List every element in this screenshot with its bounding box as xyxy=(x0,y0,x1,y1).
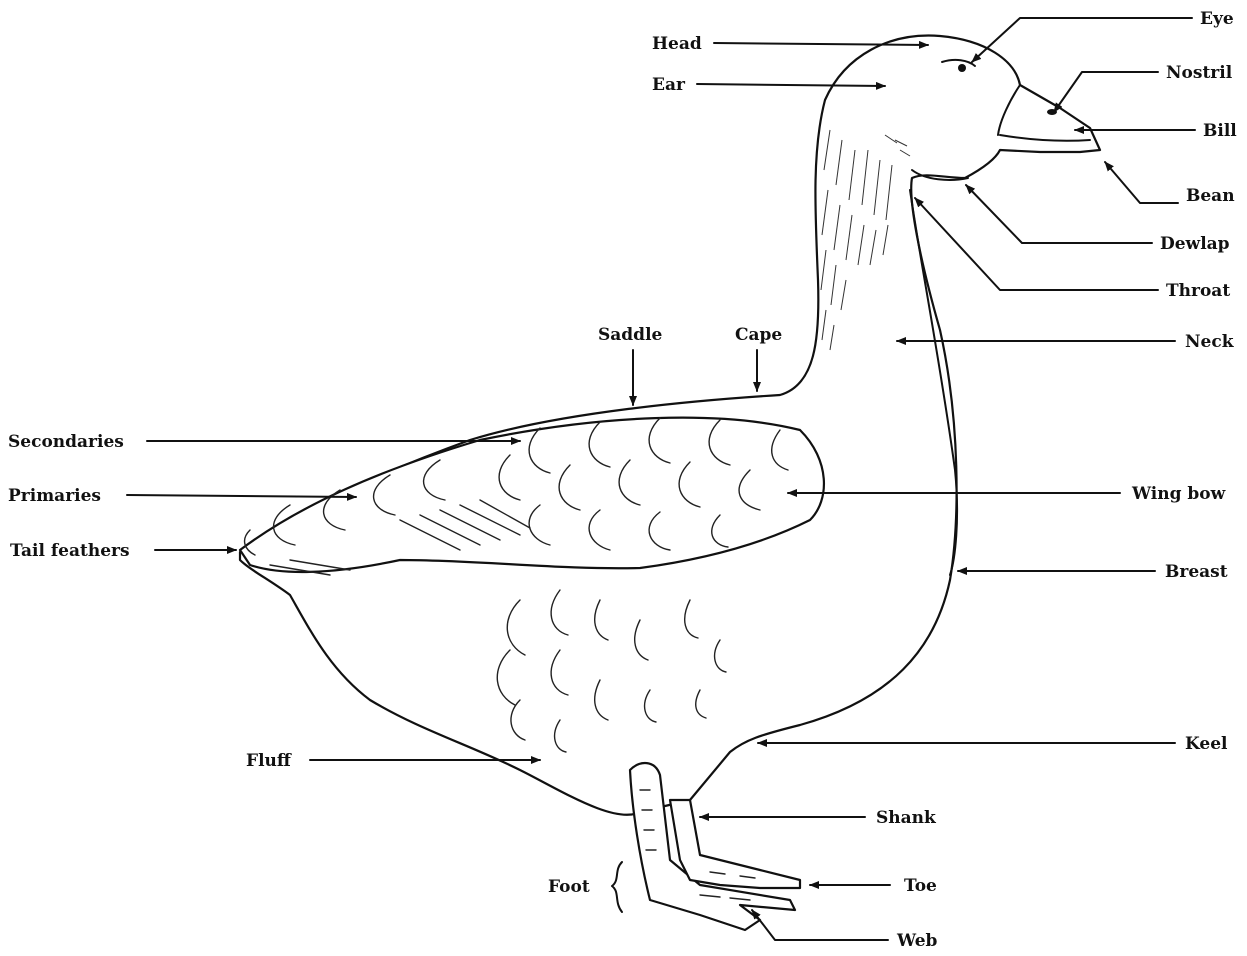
leg-left xyxy=(630,763,795,930)
primaries-leader xyxy=(127,495,356,497)
label-neck: Neck xyxy=(1185,332,1235,352)
label-toe: Toe xyxy=(904,876,937,896)
label-throat: Throat xyxy=(1166,281,1230,301)
nostril-leader xyxy=(1054,72,1158,112)
label-bill: Bill xyxy=(1203,121,1237,141)
foot-brace xyxy=(612,862,622,912)
label-saddle: Saddle xyxy=(598,325,663,345)
label-primaries: Primaries xyxy=(8,486,101,506)
label-shank: Shank xyxy=(876,808,937,828)
web-leader xyxy=(752,910,888,940)
label-fluff: Fluff xyxy=(246,751,292,771)
label-nostril: Nostril xyxy=(1166,63,1233,83)
label-dewlap: Dewlap xyxy=(1160,234,1230,254)
leg-right xyxy=(670,800,800,888)
label-keel: Keel xyxy=(1185,734,1228,754)
eye-dot xyxy=(958,64,966,72)
label-bean: Bean xyxy=(1186,186,1235,206)
label-eye: Eye xyxy=(1200,9,1234,29)
dewlap-leader xyxy=(966,185,1152,243)
label-breast: Breast xyxy=(1165,562,1228,582)
label-ear: Ear xyxy=(652,75,686,95)
label-head: Head xyxy=(652,34,702,54)
label-secondaries: Secondaries xyxy=(8,432,124,452)
label-tail-feathers: Tail feathers xyxy=(10,541,130,561)
label-foot: Foot xyxy=(548,877,590,897)
label-web: Web xyxy=(896,931,938,951)
goose-body-drawing xyxy=(240,36,1100,930)
eye-leader xyxy=(972,18,1192,62)
label-cape: Cape xyxy=(735,325,782,345)
label-wing-bow: Wing bow xyxy=(1131,484,1226,504)
bean-leader xyxy=(1105,162,1178,203)
